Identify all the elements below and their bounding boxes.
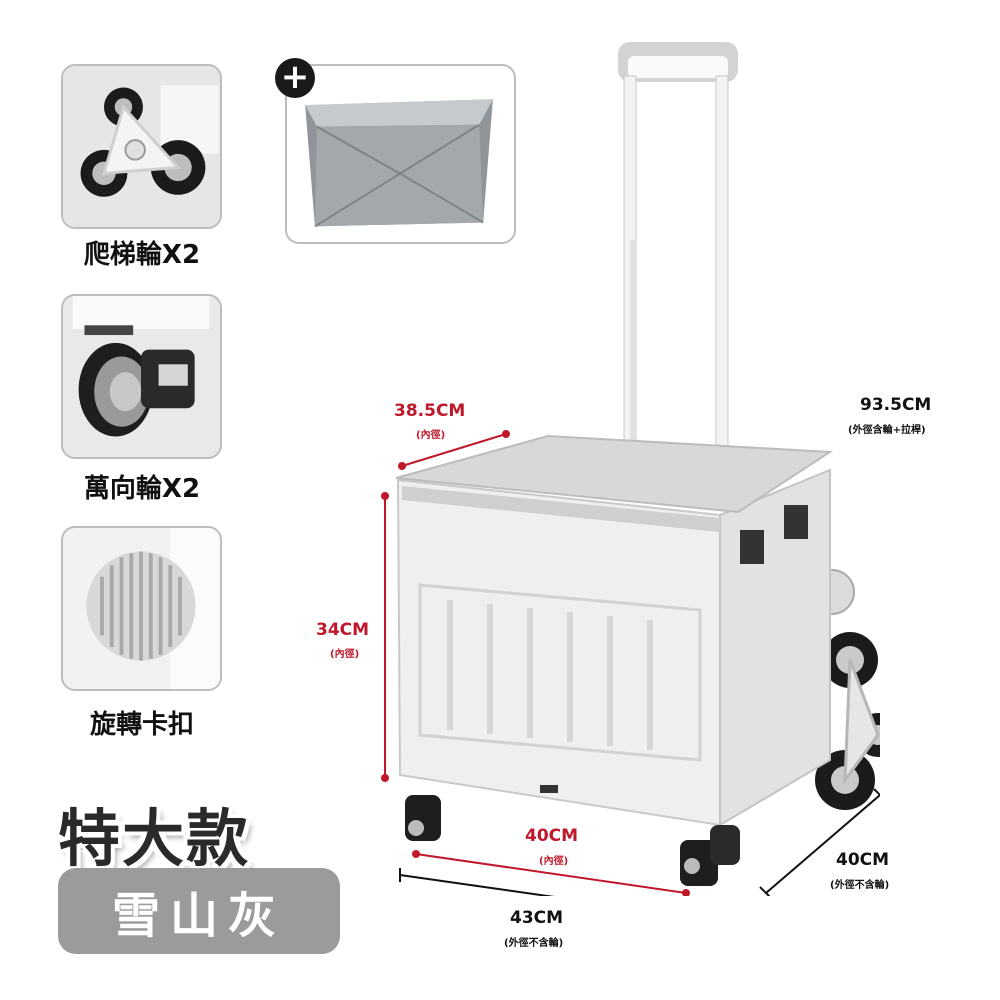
plus-symbol: + bbox=[280, 57, 310, 97]
plus-icon: + bbox=[275, 58, 315, 98]
swivel-caster-icon bbox=[63, 296, 220, 457]
depth-outer-dim-value: 40CM bbox=[836, 850, 890, 870]
telescopic-handle bbox=[618, 42, 738, 447]
size-badge-title: 特大款 bbox=[58, 788, 338, 875]
accessory-thumb bbox=[285, 64, 516, 244]
depth-outer-dim-note: (外徑不含輪) bbox=[830, 880, 890, 891]
height-inner-dim-value: 34CM bbox=[316, 620, 370, 640]
total-height-dim-note: (外徑含輪+拉桿) bbox=[848, 425, 926, 436]
stair-climbing-wheels bbox=[809, 569, 880, 810]
feature-label-clasp: 旋轉卡扣 bbox=[89, 710, 194, 740]
caster-wheels bbox=[405, 795, 740, 886]
dimension-lines bbox=[381, 430, 880, 896]
lid-inner-dim-note: (內徑) bbox=[416, 430, 446, 441]
base-inner-dim-value: 40CM bbox=[525, 826, 579, 846]
feature-thumb-caster bbox=[61, 294, 222, 459]
color-badge: 雪山灰 bbox=[58, 868, 340, 954]
feature-thumb-stair-wheel bbox=[61, 64, 222, 229]
storage-liner-bag-icon bbox=[305, 99, 493, 228]
color-badge-text: 雪山灰 bbox=[111, 888, 286, 944]
total-height-dim-value: 93.5CM bbox=[860, 395, 932, 415]
cart-box bbox=[395, 434, 834, 827]
base-inner-dim-note: (內徑) bbox=[539, 856, 569, 867]
stair-climbing-wheel-icon bbox=[63, 66, 220, 227]
feature-label-stair-wheel: 爬梯輪X2 bbox=[83, 240, 201, 270]
folding-cart-illustration bbox=[381, 42, 880, 896]
width-outer-dim-note: (外徑不含輪) bbox=[504, 938, 564, 949]
height-inner-dim-note: (內徑) bbox=[330, 649, 360, 660]
feature-label-caster: 萬向輪X2 bbox=[83, 474, 201, 504]
rotating-clasp-icon bbox=[63, 528, 220, 689]
lid-inner-dim-value: 38.5CM bbox=[394, 401, 466, 421]
size-badge-title-text: 特大款 bbox=[58, 802, 251, 875]
feature-thumb-clasp bbox=[61, 526, 222, 691]
width-outer-dim-value: 43CM bbox=[510, 908, 564, 928]
